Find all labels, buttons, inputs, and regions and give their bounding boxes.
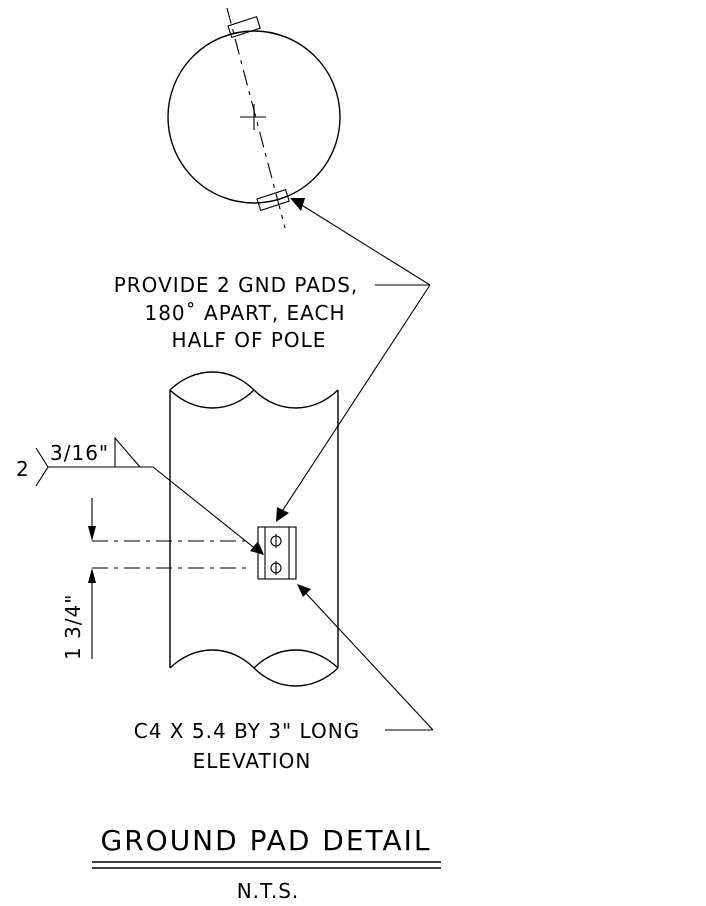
hole-spacing-label: 1 3/4" [61, 594, 85, 660]
dimension-arrow-top [88, 526, 96, 541]
channel-note-line2: ELEVATION [193, 749, 312, 773]
scale-note: N.T.S. [237, 879, 300, 903]
pole-plan-view [167, 7, 341, 229]
channel-ground-pad [257, 526, 297, 580]
weld-tail [35, 447, 49, 487]
channel-note-line1: C4 X 5.4 BY 3" LONG [134, 719, 360, 743]
weld-arrow-head [250, 541, 264, 555]
pads-note-line2: 180˚ APART, EACH [144, 301, 345, 325]
pads-note-line3: HALF OF POLE [172, 328, 327, 352]
pole-axis-centerline [226, 7, 286, 229]
ground-pad-bottom [256, 189, 290, 212]
pads-leader [276, 198, 431, 522]
pads-leader-arrow-top [290, 198, 305, 211]
pads-note-line1: PROVIDE 2 GND PADS, [114, 273, 359, 297]
drawing-title: GROUND PAD DETAIL [101, 824, 432, 857]
pole-elevation [169, 371, 339, 687]
weld-symbol [35, 436, 264, 555]
pads-leader-arrow-bottom [276, 507, 289, 522]
channel-leader-arrow [297, 584, 311, 597]
fillet-weld-triangle [114, 436, 141, 468]
weld-size-label: 3/16" [50, 441, 109, 465]
title-block: GROUND PAD DETAIL N.T.S. [92, 824, 441, 903]
channel-leader [297, 584, 434, 731]
dimension-arrow-bottom [88, 568, 96, 583]
weld-count-label: 2 [16, 457, 30, 481]
channel-body [257, 526, 297, 580]
hole-spacing-dimension [88, 498, 252, 659]
ground-pad-top [227, 16, 261, 39]
pole-bottom-break-inner [253, 649, 339, 669]
weld-arrow-line [152, 466, 258, 551]
pole-section-circle [167, 30, 341, 204]
pole-top-break-inner [169, 389, 255, 409]
